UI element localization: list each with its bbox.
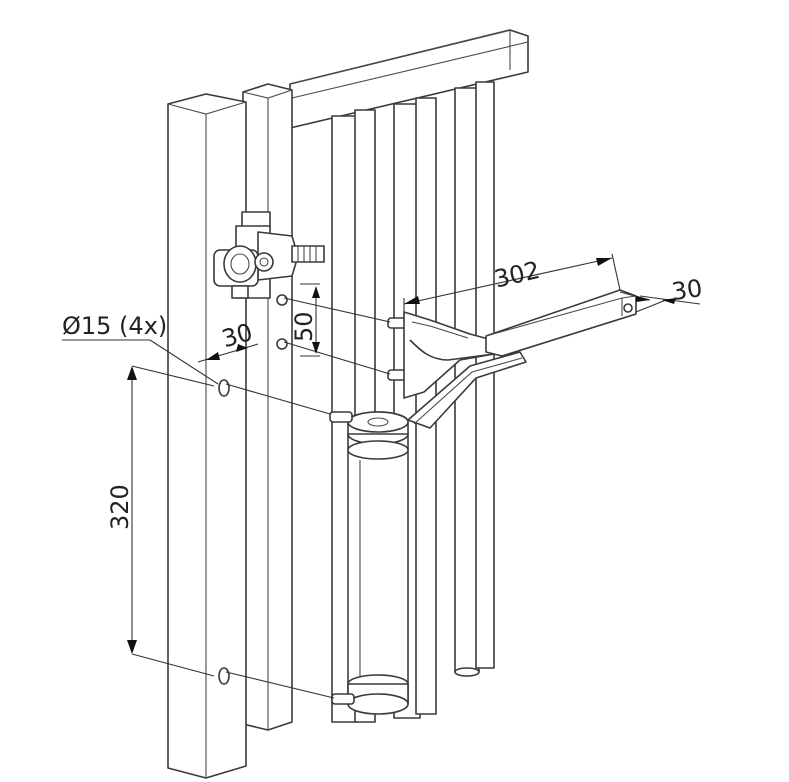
- closer-arm: [485, 289, 637, 357]
- post-hole-lower: [218, 667, 230, 685]
- post-hole-upper: [218, 379, 230, 397]
- fixed-post: [167, 93, 247, 779]
- hinge-assembly: [213, 211, 325, 299]
- label-hole-spacing: 50: [290, 311, 318, 342]
- closer-body: [329, 411, 409, 715]
- label-hole-diameter: Ø15 (4x): [62, 312, 167, 340]
- dim-vertical-spacing: [127, 366, 137, 654]
- gate-frame-post: [242, 83, 293, 731]
- arm-bracket: [387, 311, 495, 399]
- label-arm-length: 302: [492, 256, 543, 294]
- projection-lines: [62, 253, 667, 699]
- label-arm-width: 30: [670, 274, 704, 306]
- dim-hole-edge-offset: [197, 343, 259, 363]
- dim-hole-spacing: [312, 286, 320, 354]
- dim-arm-length: [403, 257, 613, 305]
- closer-link-arm: [407, 351, 527, 429]
- label-vertical-spacing: 320: [106, 484, 134, 530]
- dim-arm-width: [636, 295, 701, 305]
